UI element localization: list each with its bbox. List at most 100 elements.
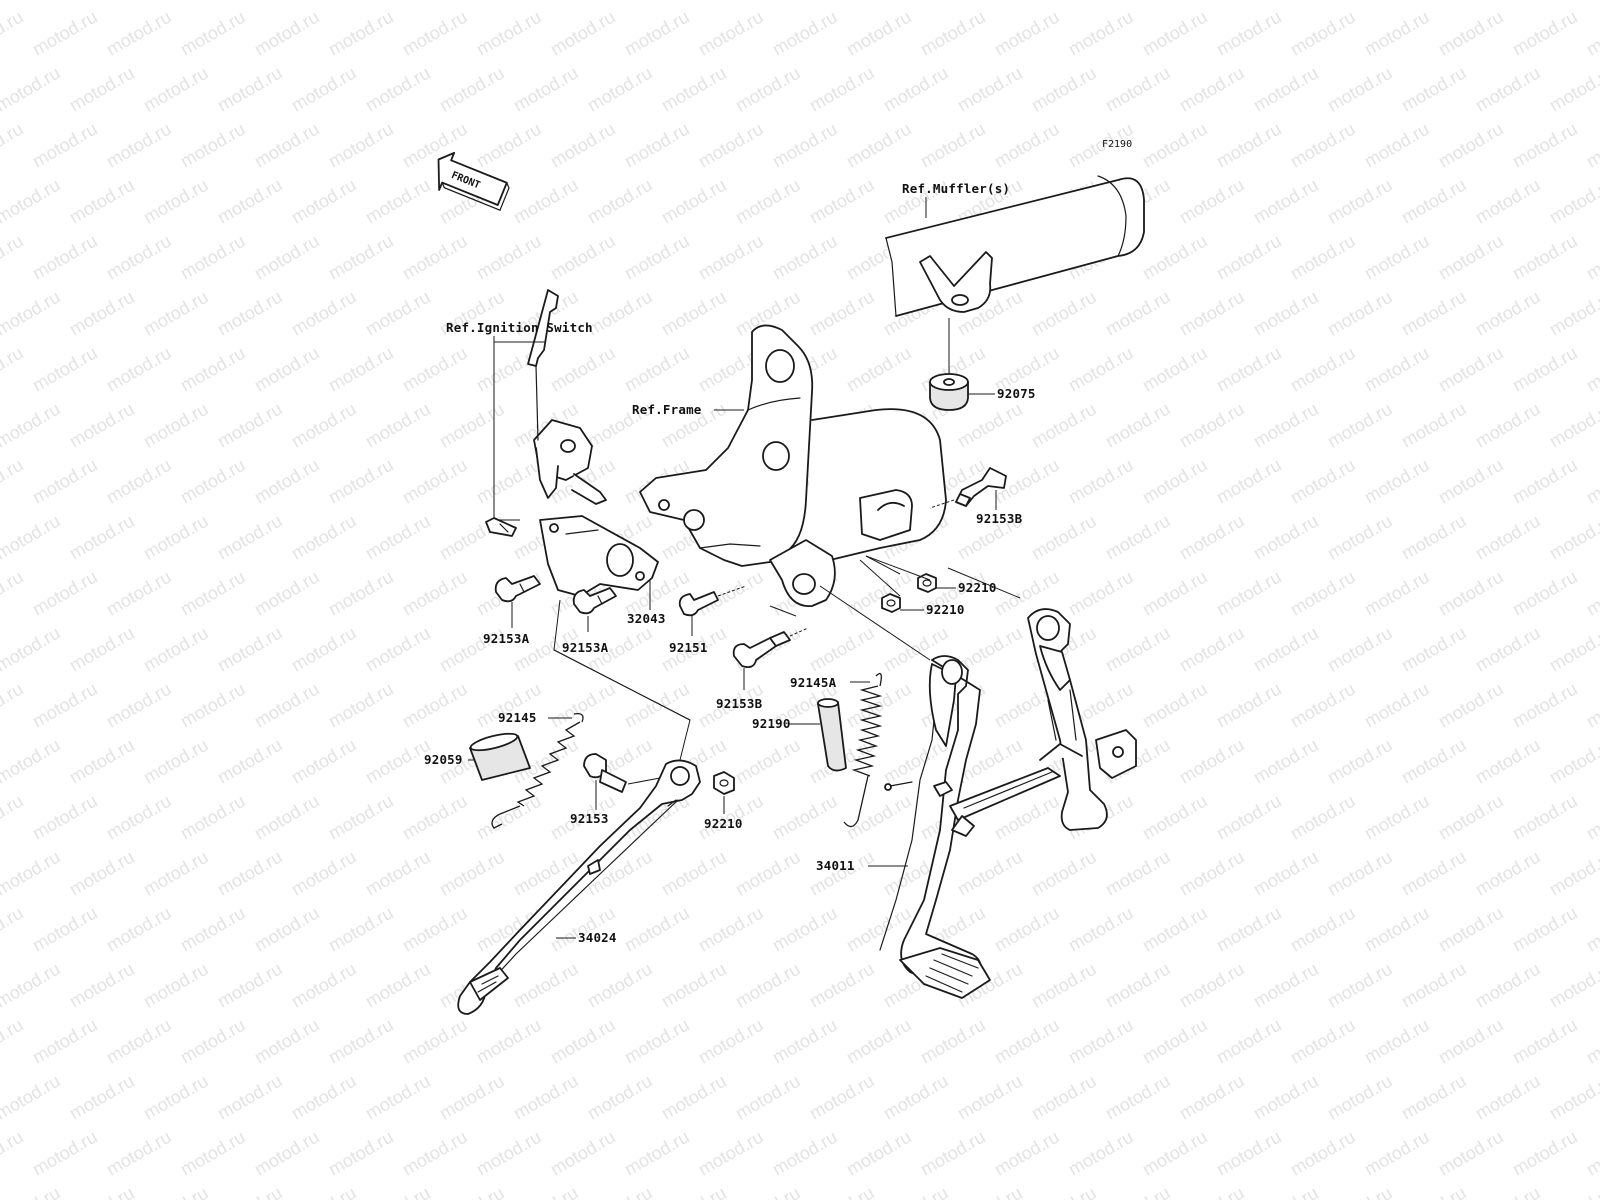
- watermark-text: motod.ru: [66, 399, 138, 452]
- nut-92210-b: [881, 593, 901, 613]
- watermark-text: motod.ru: [769, 119, 841, 172]
- watermark-text: motod.ru: [1583, 1015, 1600, 1068]
- watermark-text: motod.ru: [177, 119, 249, 172]
- watermark-text: motod.ru: [1176, 63, 1248, 116]
- watermark-text: motod.ru: [1065, 903, 1137, 956]
- watermark-text: motod.ru: [1065, 455, 1137, 508]
- watermark-text: motod.ru: [1398, 175, 1470, 228]
- watermark-text: motod.ru: [1139, 1127, 1211, 1180]
- watermark-text: motod.ru: [843, 567, 915, 620]
- watermark-text: motod.ru: [769, 1127, 841, 1180]
- watermark-text: motod.ru: [288, 175, 360, 228]
- watermark-text: motod.ru: [399, 679, 471, 732]
- part-label-32043: 32043: [627, 611, 666, 626]
- watermark-text: motod.ru: [0, 287, 64, 340]
- bolt-92151: [678, 585, 747, 617]
- watermark-text: motod.ru: [880, 735, 952, 788]
- part-label-92153: 92153: [570, 811, 609, 826]
- watermark-text: motod.ru: [1583, 7, 1600, 60]
- watermark-text: motod.ru: [1139, 343, 1211, 396]
- watermark-text: motod.ru: [140, 623, 212, 676]
- watermark-text: motod.ru: [66, 0, 138, 3]
- part-label-92190: 92190: [752, 716, 791, 731]
- watermark-text: motod.ru: [1472, 1183, 1544, 1200]
- watermark-text: motod.ru: [0, 1015, 27, 1068]
- watermark-text: motod.ru: [1028, 1071, 1100, 1124]
- watermark-text: motod.ru: [1102, 1183, 1174, 1200]
- watermark-text: motod.ru: [1028, 287, 1100, 340]
- watermark-text: motod.ru: [547, 7, 619, 60]
- watermark-text: motod.ru: [251, 567, 323, 620]
- watermark-text: motod.ru: [1472, 0, 1544, 3]
- watermark-text: motod.ru: [362, 623, 434, 676]
- watermark-text: motod.ru: [1546, 847, 1600, 900]
- watermark-text: motod.ru: [732, 847, 804, 900]
- watermark-text: motod.ru: [288, 511, 360, 564]
- watermark-text: motod.ru: [1546, 959, 1600, 1012]
- watermark-text: motod.ru: [0, 511, 64, 564]
- watermark-text: motod.ru: [29, 7, 101, 60]
- watermark-text: motod.ru: [584, 1183, 656, 1200]
- bolt-92153B-top: [929, 467, 1007, 509]
- watermark-text: motod.ru: [1509, 1127, 1581, 1180]
- watermark-text: motod.ru: [1472, 63, 1544, 116]
- watermark-text: motod.ru: [1250, 175, 1322, 228]
- watermark-text: motod.ru: [251, 679, 323, 732]
- watermark-text: motod.ru: [140, 511, 212, 564]
- watermark-text: motod.ru: [584, 175, 656, 228]
- watermark-text: motod.ru: [251, 231, 323, 284]
- watermark-text: motod.ru: [806, 1183, 878, 1200]
- watermark-text: motod.ru: [1287, 903, 1359, 956]
- watermark-text: motod.ru: [1398, 1183, 1470, 1200]
- watermark-text: motod.ru: [732, 0, 804, 3]
- watermark-text: motod.ru: [436, 1071, 508, 1124]
- watermark-text: motod.ru: [1102, 847, 1174, 900]
- watermark-text: motod.ru: [1139, 903, 1211, 956]
- watermark-text: motod.ru: [1435, 7, 1507, 60]
- watermark-text: motod.ru: [1583, 1127, 1600, 1180]
- watermark-text: motod.ru: [658, 1183, 730, 1200]
- watermark-text: motod.ru: [843, 1015, 915, 1068]
- watermark-text: motod.ru: [1213, 343, 1285, 396]
- watermark-text: motod.ru: [0, 399, 64, 452]
- watermark-text: motod.ru: [473, 791, 545, 844]
- watermark-text: motod.ru: [584, 959, 656, 1012]
- watermark-text: motod.ru: [66, 63, 138, 116]
- watermark-text: motod.ru: [251, 1127, 323, 1180]
- watermark-text: motod.ru: [917, 119, 989, 172]
- ignition-switch-reference: [527, 289, 607, 505]
- watermark-text: motod.ru: [1509, 679, 1581, 732]
- watermark-text: motod.ru: [991, 1127, 1063, 1180]
- watermark-text: motod.ru: [695, 7, 767, 60]
- watermark-text: motod.ru: [695, 1015, 767, 1068]
- watermark-text: motod.ru: [695, 1127, 767, 1180]
- damper-92075: [929, 318, 969, 411]
- watermark-text: motod.ru: [0, 175, 64, 228]
- watermark-text: motod.ru: [1213, 7, 1285, 60]
- watermark-text: motod.ru: [1546, 623, 1600, 676]
- watermark-text: motod.ru: [0, 7, 27, 60]
- spring-92145A: [843, 672, 883, 828]
- watermark-text: motod.ru: [1102, 287, 1174, 340]
- watermark-text: motod.ru: [1139, 791, 1211, 844]
- watermark-text: motod.ru: [1361, 7, 1433, 60]
- watermark-text: motod.ru: [1472, 735, 1544, 788]
- watermark-text: motod.ru: [880, 1071, 952, 1124]
- watermark-text: motod.ru: [1287, 1015, 1359, 1068]
- watermark-text: motod.ru: [362, 511, 434, 564]
- watermark-text: motod.ru: [732, 175, 804, 228]
- watermark-text: motod.ru: [103, 679, 175, 732]
- watermark-text: motod.ru: [1250, 847, 1322, 900]
- watermark-text: motod.ru: [214, 623, 286, 676]
- watermark-text: motod.ru: [399, 455, 471, 508]
- watermark-text: motod.ru: [66, 175, 138, 228]
- watermark-text: motod.ru: [1324, 735, 1396, 788]
- watermark-text: motod.ru: [140, 0, 212, 3]
- watermark-text: motod.ru: [1583, 791, 1600, 844]
- watermark-text: motod.ru: [251, 1015, 323, 1068]
- watermark-text: motod.ru: [0, 791, 27, 844]
- watermark-text: motod.ru: [1213, 679, 1285, 732]
- watermark-text: motod.ru: [880, 1183, 952, 1200]
- watermark-text: motod.ru: [954, 1183, 1026, 1200]
- watermark-text: motod.ru: [1250, 0, 1322, 3]
